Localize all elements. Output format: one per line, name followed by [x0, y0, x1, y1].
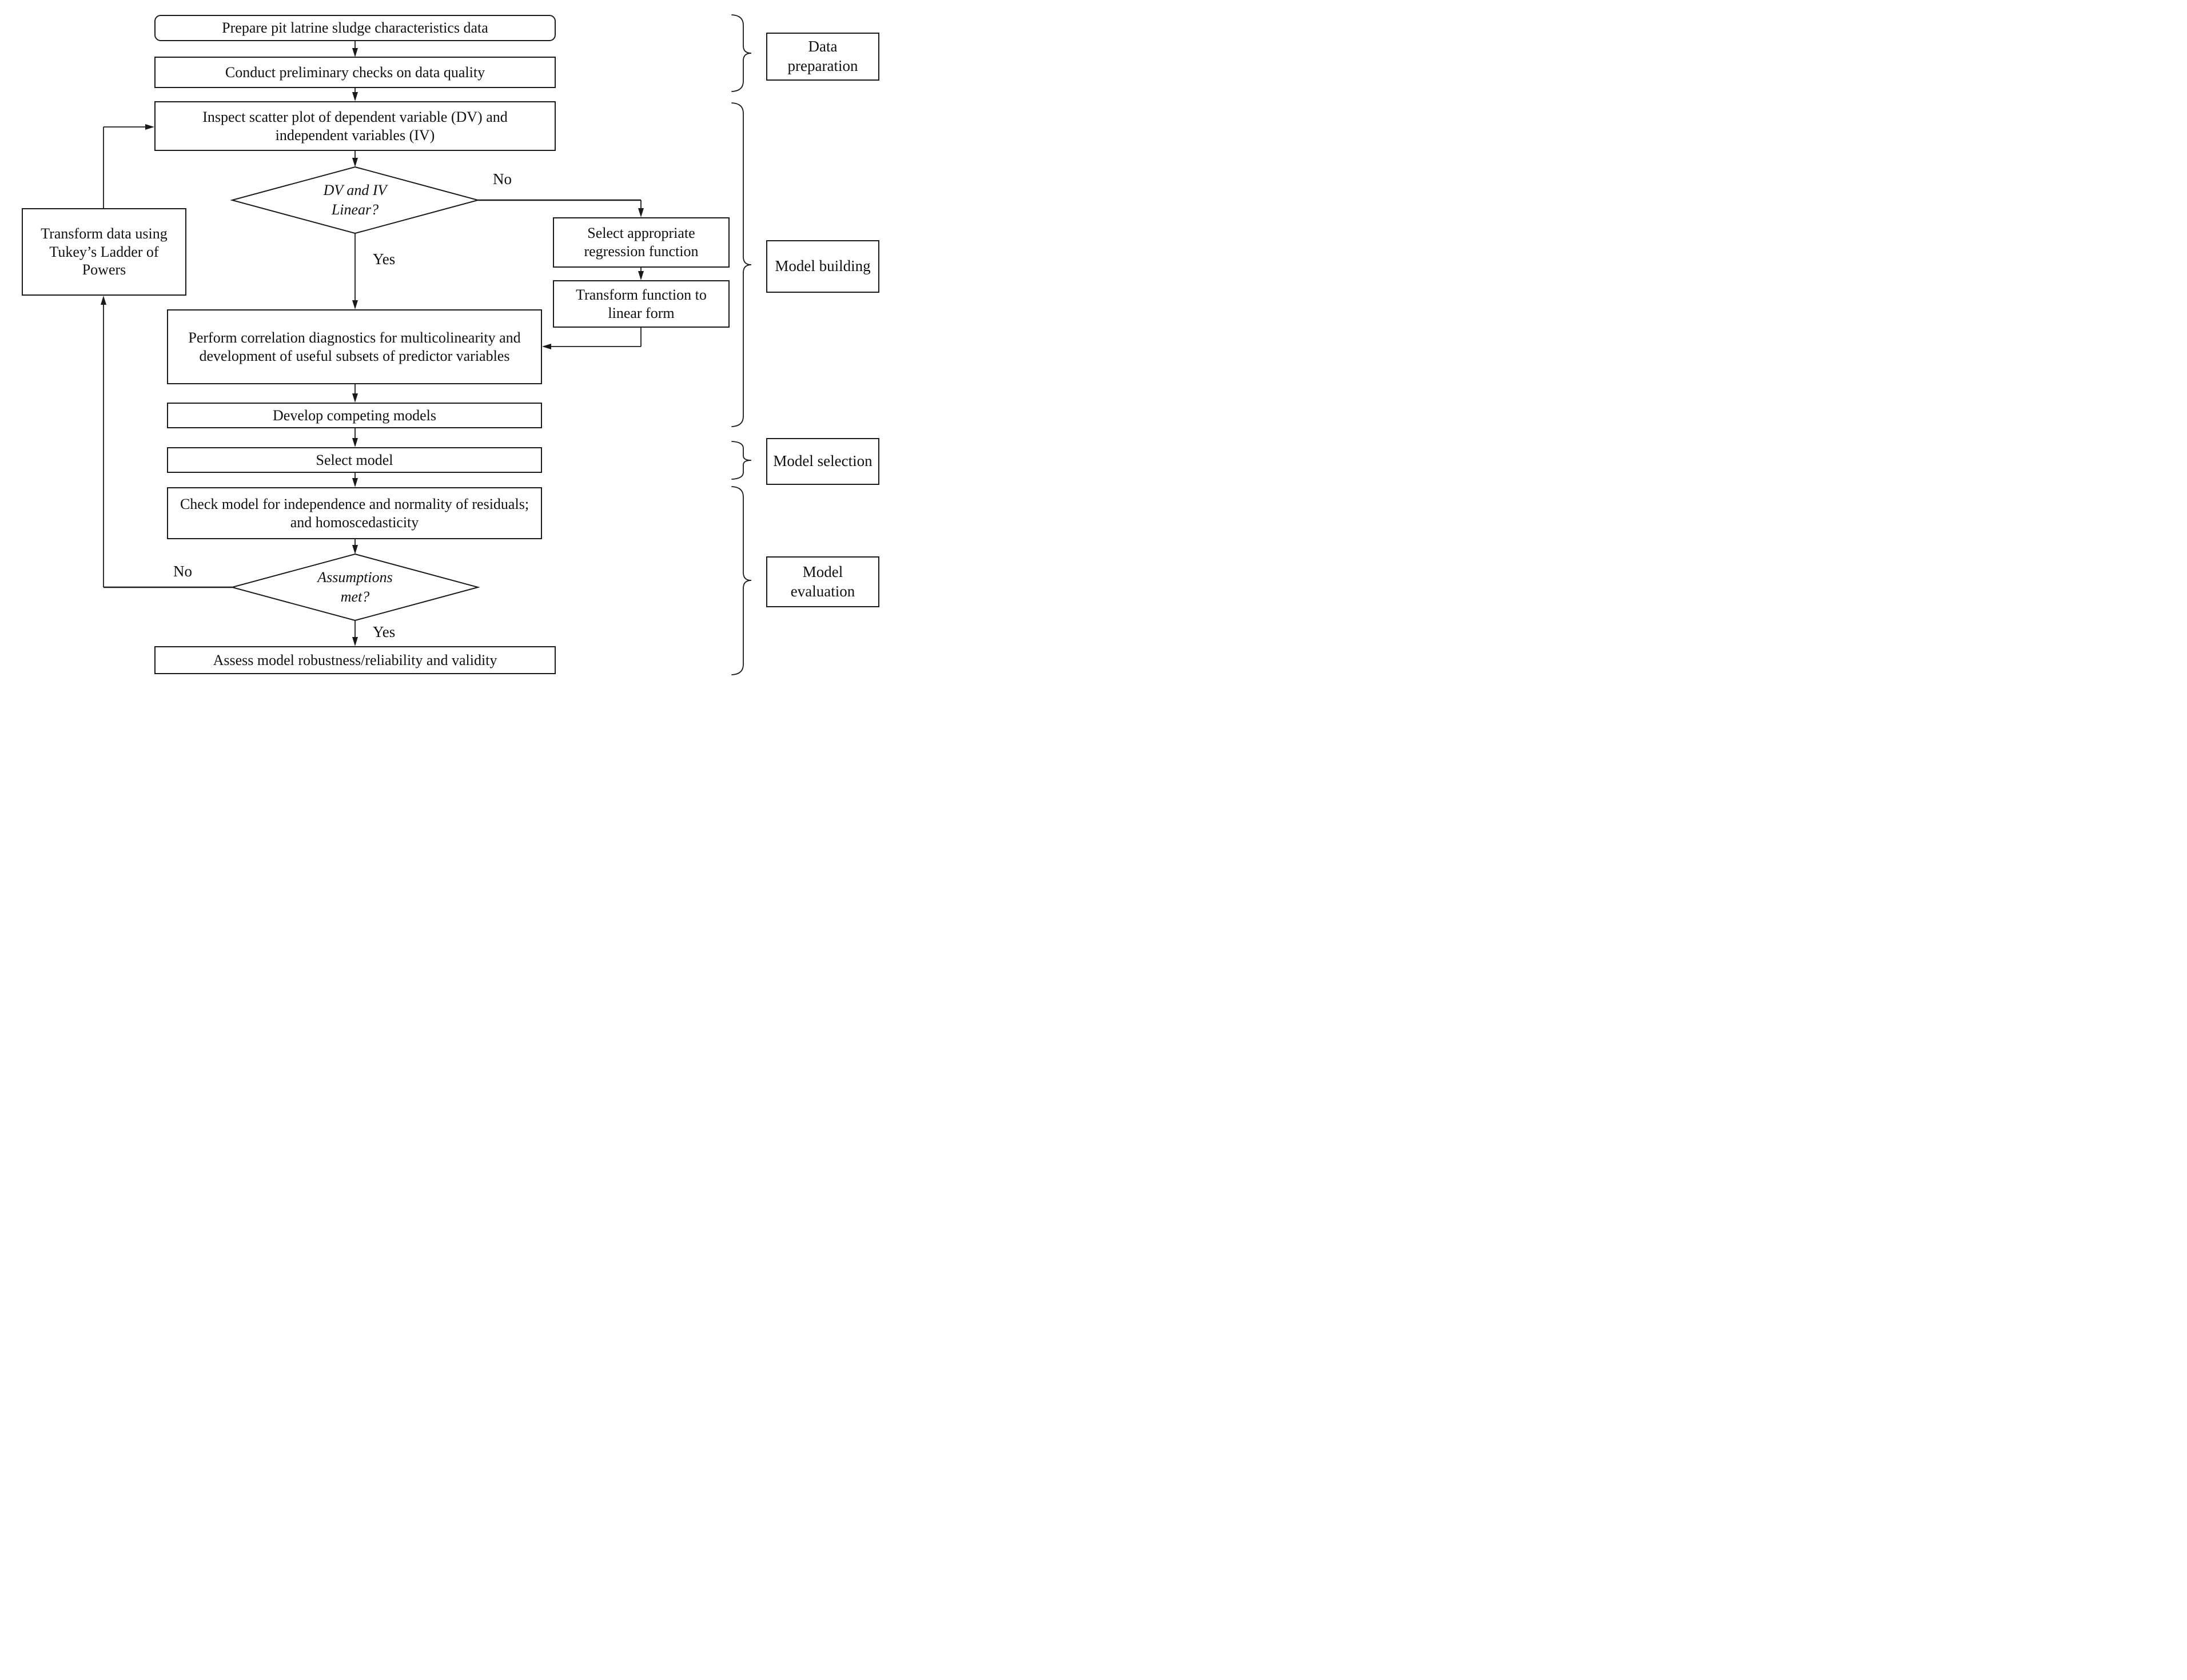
arrow-correlation-to-develop	[352, 384, 358, 403]
arrow-check-model-to-assumptions	[352, 539, 358, 554]
stage-label-data-preparation: Data preparation	[766, 33, 879, 81]
arrow-inspect-to-linear	[352, 151, 358, 167]
arrow-linear-yes-to-correlation	[352, 233, 358, 309]
arrow-select-model-to-check-model	[352, 473, 358, 487]
node-select-regression-function: Select appropriate regression function	[553, 217, 730, 268]
arrow-linear-no-to-select-regression	[478, 199, 644, 217]
stage-label-model-evaluation: Model evaluation	[766, 556, 879, 607]
flowchart-canvas: Prepare pit latrine sludge characteristi…	[0, 0, 883, 679]
node-inspect-scatter-plot: Inspect scatter plot of dependent variab…	[154, 101, 556, 151]
node-check-model-residuals: Check model for independence and normali…	[167, 487, 542, 539]
connector-layer	[101, 14, 752, 675]
brace-model-building	[731, 102, 752, 427]
node-develop-competing-models: Develop competing models	[167, 403, 542, 428]
arrow-prepare-to-checks	[352, 41, 358, 57]
stage-label-model-building: Model building	[766, 240, 879, 293]
node-assess-robustness: Assess model robustness/reliability and …	[154, 646, 556, 674]
node-transform-function-linear: Transform function to linear form	[553, 280, 730, 328]
arrow-transform-data-to-inspect	[103, 124, 154, 208]
arrow-develop-to-select-model	[352, 428, 358, 447]
arrow-select-regression-to-transform-function	[638, 268, 644, 280]
node-transform-data-tukey: Transform data using Tukey’s Ladder of P…	[22, 208, 186, 296]
decision-label-linear: DV and IV Linear?	[323, 182, 387, 218]
brace-model-selection	[731, 441, 752, 480]
node-select-model: Select model	[167, 447, 542, 473]
edge-label-assumptions-yes: Yes	[373, 623, 396, 640]
decision-label-assumptions: Assumptions met?	[317, 569, 393, 605]
arrow-transform-function-to-correlation	[542, 328, 642, 349]
node-correlation-diagnostics: Perform correlation diagnostics for mult…	[167, 309, 542, 384]
edge-label-linear-no: No	[493, 170, 512, 188]
brace-model-evaluation	[731, 486, 752, 675]
edge-label-linear-yes: Yes	[373, 250, 396, 268]
edge-label-assumptions-no: No	[173, 563, 192, 580]
arrow-assumptions-no-to-transform-data	[101, 296, 232, 588]
stage-label-model-selection: Model selection	[766, 438, 879, 485]
arrow-checks-to-inspect	[352, 88, 358, 101]
node-preliminary-checks: Conduct preliminary checks on data quali…	[154, 57, 556, 88]
node-prepare-data: Prepare pit latrine sludge characteristi…	[154, 15, 556, 41]
arrow-assumptions-yes-to-assess	[352, 620, 358, 646]
brace-data-preparation	[731, 14, 752, 92]
